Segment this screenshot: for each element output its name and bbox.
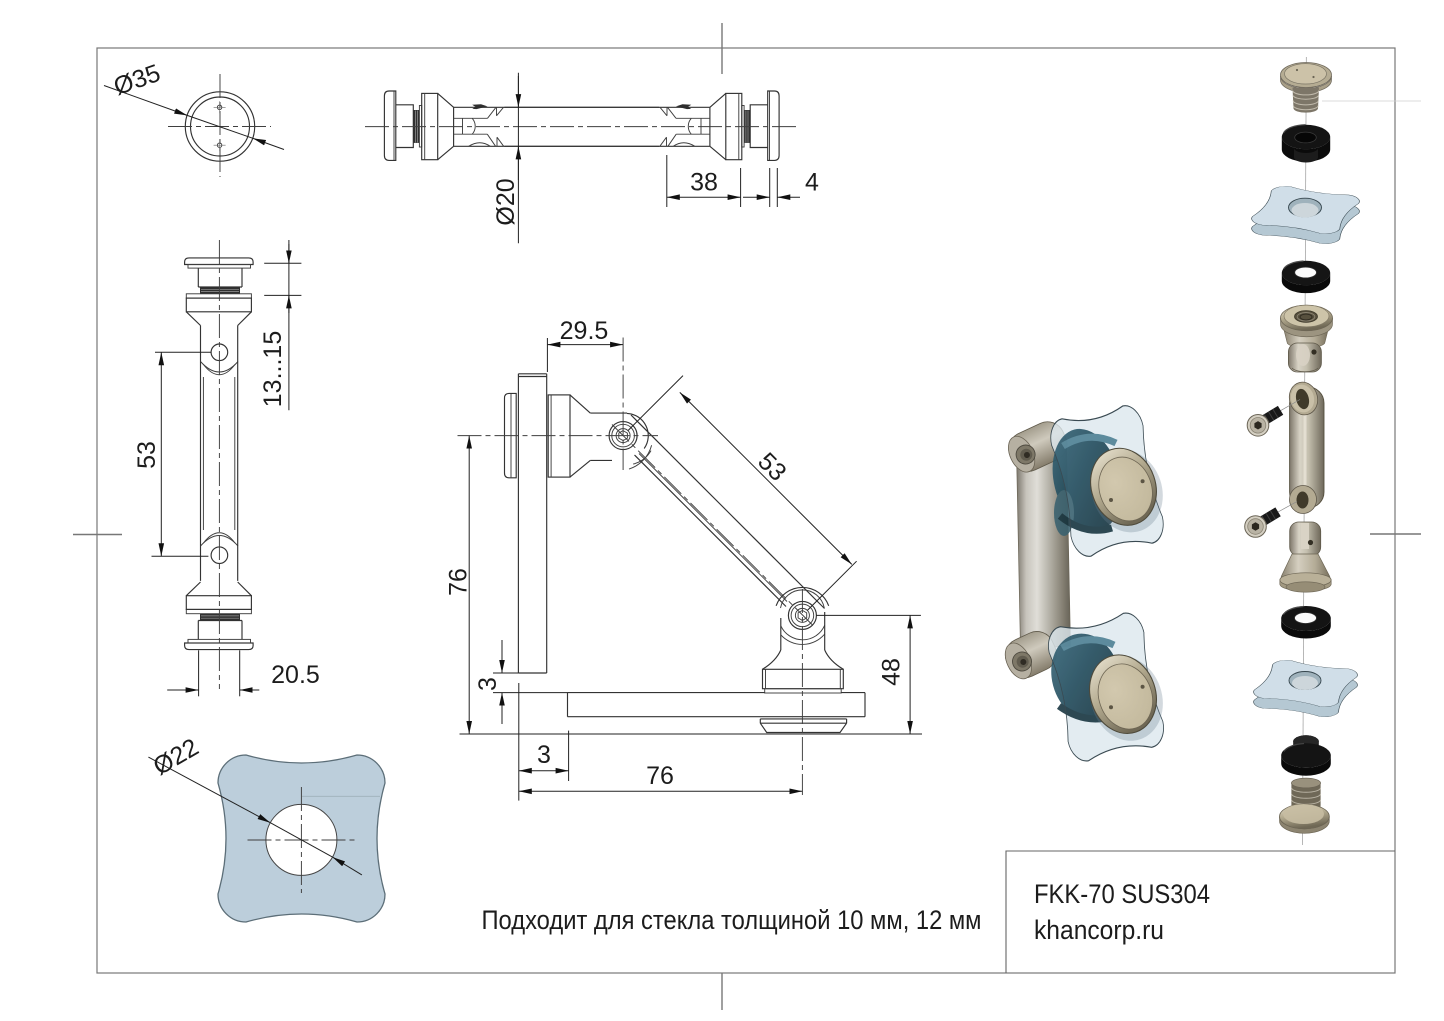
svg-text:FKK-70 SUS304: FKK-70 SUS304 <box>1034 879 1210 909</box>
svg-text:Подходит для стекла толщиной 1: Подходит для стекла толщиной 10 мм, 12 м… <box>482 905 982 935</box>
svg-text:khancorp.ru: khancorp.ru <box>1034 915 1164 945</box>
svg-text:29.5: 29.5 <box>560 317 609 345</box>
svg-text:53: 53 <box>133 441 161 469</box>
svg-text:Ø20: Ø20 <box>492 178 520 225</box>
svg-text:53: 53 <box>752 447 791 486</box>
svg-text:3: 3 <box>537 741 551 769</box>
svg-text:4: 4 <box>805 169 819 197</box>
svg-text:38: 38 <box>690 169 718 197</box>
svg-text:Ø22: Ø22 <box>149 733 204 781</box>
svg-text:Ø35: Ø35 <box>110 59 164 101</box>
svg-text:48: 48 <box>878 658 906 686</box>
svg-text:3: 3 <box>474 677 502 691</box>
svg-text:20.5: 20.5 <box>271 661 320 689</box>
svg-text:76: 76 <box>646 762 674 790</box>
svg-text:13...15: 13...15 <box>259 331 287 407</box>
svg-text:76: 76 <box>445 568 473 596</box>
